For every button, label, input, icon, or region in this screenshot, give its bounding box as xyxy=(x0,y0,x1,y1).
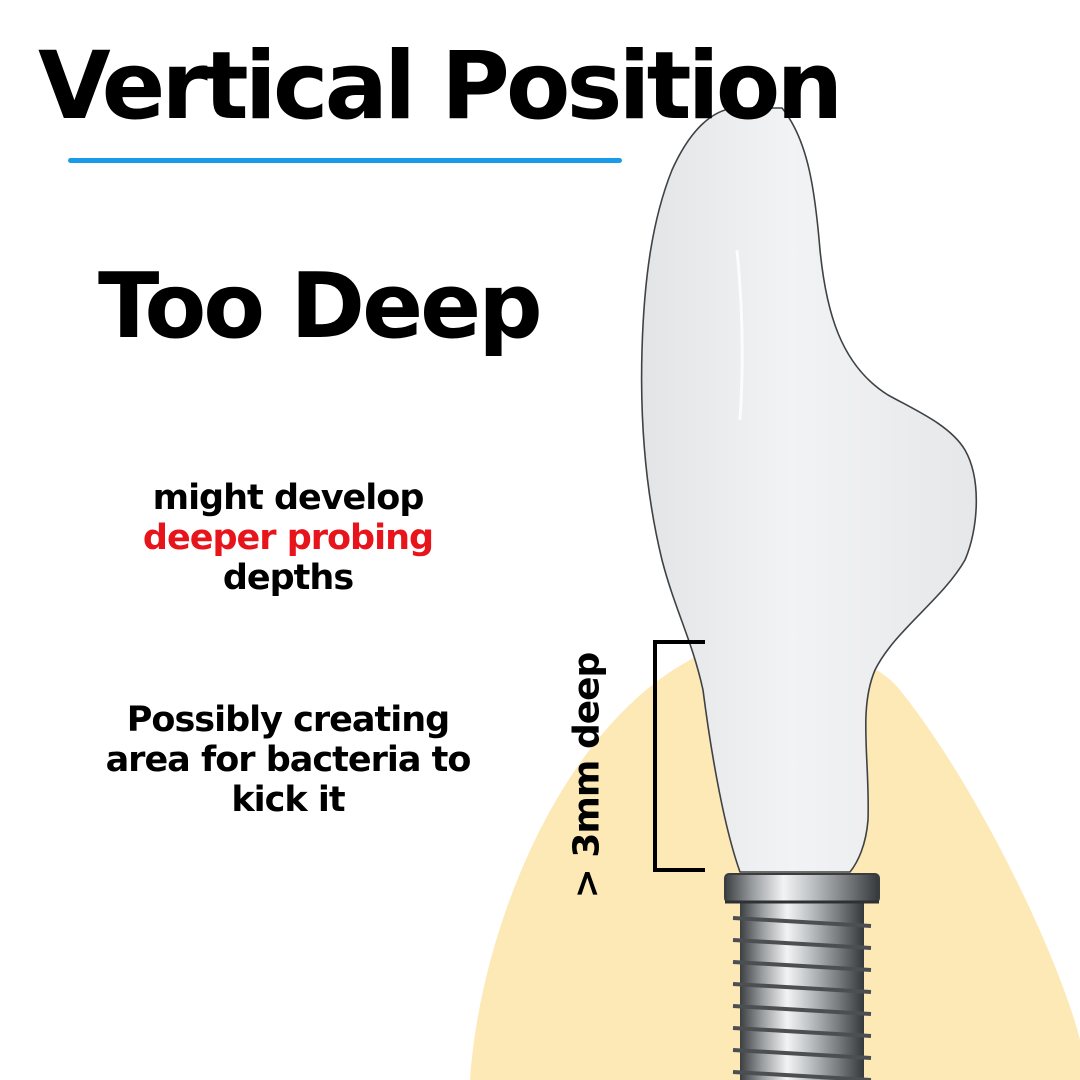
note2-line2: area for bacteria to xyxy=(105,740,472,780)
screw-thread xyxy=(732,938,872,950)
screw-thread xyxy=(732,1004,872,1016)
note2-line3: kick it xyxy=(231,780,345,820)
subtitle: Too Deep xyxy=(98,254,543,359)
tooth-crown-icon xyxy=(640,107,978,873)
note1-highlight: deeper probing xyxy=(142,518,434,558)
page-title: Vertical Position xyxy=(38,32,843,141)
title-underline xyxy=(68,158,622,163)
probing-depth-note: might develop deeper probing depths xyxy=(98,478,478,598)
screw-thread xyxy=(732,1070,872,1080)
implant-screw-icon xyxy=(724,873,880,1080)
screw-thread xyxy=(732,960,872,972)
screw-thread xyxy=(732,1026,872,1038)
screw-thread xyxy=(732,916,872,928)
depth-label-wrap: > 3mm deep xyxy=(542,652,632,898)
note1-line1: might develop xyxy=(152,478,425,518)
screw-thread xyxy=(732,982,872,994)
bacteria-note: Possibly creating area for bacteria to k… xyxy=(68,700,508,820)
note2-line1: Possibly creating xyxy=(126,700,450,740)
screw-thread xyxy=(732,1048,872,1060)
note1-line3: depths xyxy=(222,558,354,598)
depth-label: > 3mm deep xyxy=(566,652,608,898)
depth-bracket xyxy=(653,640,705,872)
